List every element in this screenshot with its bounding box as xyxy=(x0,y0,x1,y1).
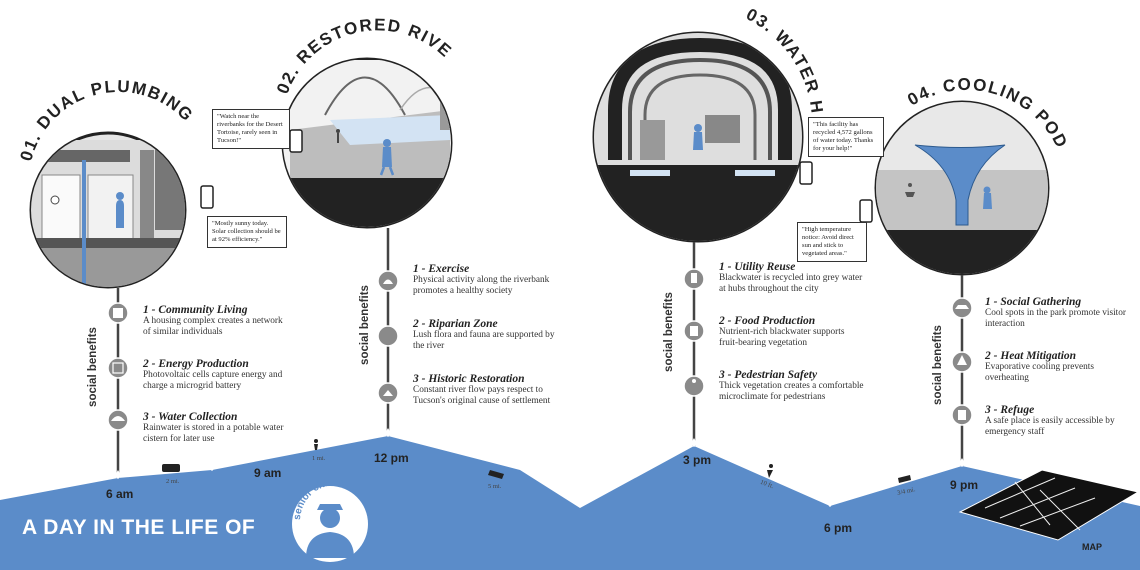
bubble-03: "This facility has recycled 4,572 gallon… xyxy=(808,117,884,157)
phone-icon-02 xyxy=(289,129,303,153)
benefit-desc: Physical activity along the riverbank pr… xyxy=(413,275,550,296)
dual-plumbing-vignette xyxy=(29,131,187,289)
benefit-03-3: 3 - Pedestrian Safety Thick vegetation c… xyxy=(719,369,864,403)
benefit-desc: Evaporative cooling prevents overheating xyxy=(985,362,1094,383)
benefit-desc: Photovoltaic cells capture energy and ch… xyxy=(143,370,283,391)
benefit-desc: Cool spots in the park promote visitor i… xyxy=(985,308,1126,329)
benefit-03-1: 1 - Utility Reuse Blackwater is recycled… xyxy=(719,261,864,295)
bubble-01: "Mostly sunny today. Solar collection sh… xyxy=(207,216,287,248)
benefit-02-3: 3 - Historic Restoration Constant river … xyxy=(413,373,558,407)
city-map xyxy=(958,469,1140,541)
distance-label: 2 mi. xyxy=(166,478,180,485)
benefit-title: 3 - Historic Restoration xyxy=(413,373,525,385)
benefit-desc: A housing complex creates a network of s… xyxy=(143,316,283,337)
terrain xyxy=(0,436,1140,570)
social-benefits-label-04: social benefits xyxy=(932,325,944,405)
time-12pm: 12 pm xyxy=(374,451,409,465)
distance-label: 1 mi. xyxy=(312,455,326,462)
deer-icon xyxy=(377,325,399,347)
benefit-title: 1 - Exercise xyxy=(413,263,470,275)
time-9am: 9 am xyxy=(254,466,282,480)
social-benefits-label-02: social benefits xyxy=(359,285,371,365)
solar-panel-icon xyxy=(107,357,129,379)
benefit-title: 3 - Pedestrian Safety xyxy=(719,369,818,381)
benefit-title: 3 - Water Collection xyxy=(143,411,238,423)
footer-title: A DAY IN THE LIFE OF xyxy=(22,516,256,539)
benefit-04-1: 1 - Social Gathering Cool spots in the p… xyxy=(985,296,1130,330)
car-icon-2 xyxy=(898,475,911,483)
time-3pm: 3 pm xyxy=(683,453,712,467)
benefit-desc: A safe place is easily accessible by eme… xyxy=(985,416,1115,437)
benefit-03-2: 2 - Food Production Nutrient-rich blackw… xyxy=(719,315,864,349)
benefit-title: 1 - Social Gathering xyxy=(985,296,1082,308)
bubble-04: "High temperature notice: Avoid direct s… xyxy=(797,222,867,262)
time-6am: 6 am xyxy=(106,487,134,501)
phone-icon-04 xyxy=(859,199,873,223)
benefit-desc: Lush flora and fauna are supported by th… xyxy=(413,330,555,351)
benefit-desc: Rainwater is stored in a potable water c… xyxy=(143,423,284,444)
benefit-title: 1 - Community Living xyxy=(143,304,248,316)
benefit-desc: Thick vegetation creates a comfortable m… xyxy=(719,381,864,402)
benefit-desc: Nutrient-rich blackwater supports fruit-… xyxy=(719,327,845,348)
benefit-title: 2 - Heat Mitigation xyxy=(985,350,1077,362)
senior-citizen-portrait xyxy=(292,486,368,562)
pedestrian-icon xyxy=(683,375,705,397)
distance-label: 5 mi. xyxy=(488,483,502,490)
car-icon xyxy=(488,470,504,479)
restored-river-vignette xyxy=(281,57,453,229)
benefit-04-3: 3 - Refuge A safe place is easily access… xyxy=(985,404,1130,438)
benefit-desc: Blackwater is recycled into grey water a… xyxy=(719,273,863,294)
runner-icon xyxy=(769,464,773,468)
benefit-01-3: 3 - Water Collection Rainwater is stored… xyxy=(143,411,288,445)
benefit-02-1: 1 - Exercise Physical activity along the… xyxy=(413,263,558,297)
benefit-title: 3 - Refuge xyxy=(985,404,1035,416)
benefit-title: 1 - Utility Reuse xyxy=(719,261,796,273)
tram-icon xyxy=(162,464,180,472)
benefit-title: 2 - Riparian Zone xyxy=(413,318,498,330)
social-benefits-label-03: social benefits xyxy=(663,292,675,372)
bubble-02: "Watch near the riverbanks for the Deser… xyxy=(212,109,290,149)
benefit-02-2: 2 - Riparian Zone Lush flora and fauna a… xyxy=(413,318,558,352)
map-label: MAP xyxy=(1082,542,1102,552)
phone-icon-03 xyxy=(799,161,813,185)
benefit-desc: Constant river flow pays respect to Tucs… xyxy=(413,385,551,406)
time-6pm: 6 pm xyxy=(824,521,853,535)
benefit-04-2: 2 - Heat Mitigation Evaporative cooling … xyxy=(985,350,1130,384)
phone-icon-01 xyxy=(200,185,214,209)
water-hub-vignette xyxy=(592,31,804,243)
time-9pm: 9 pm xyxy=(950,478,979,492)
benefit-01-2: 2 - Energy Production Photovoltaic cells… xyxy=(143,358,288,392)
social-benefits-label-01: social benefits xyxy=(87,327,99,407)
benefit-title: 2 - Energy Production xyxy=(143,358,249,370)
cooling-pods-vignette xyxy=(874,100,1050,276)
benefit-01-1: 1 - Community Living A housing complex c… xyxy=(143,304,288,338)
walker-icon xyxy=(314,439,318,443)
benefit-title: 2 - Food Production xyxy=(719,315,816,327)
